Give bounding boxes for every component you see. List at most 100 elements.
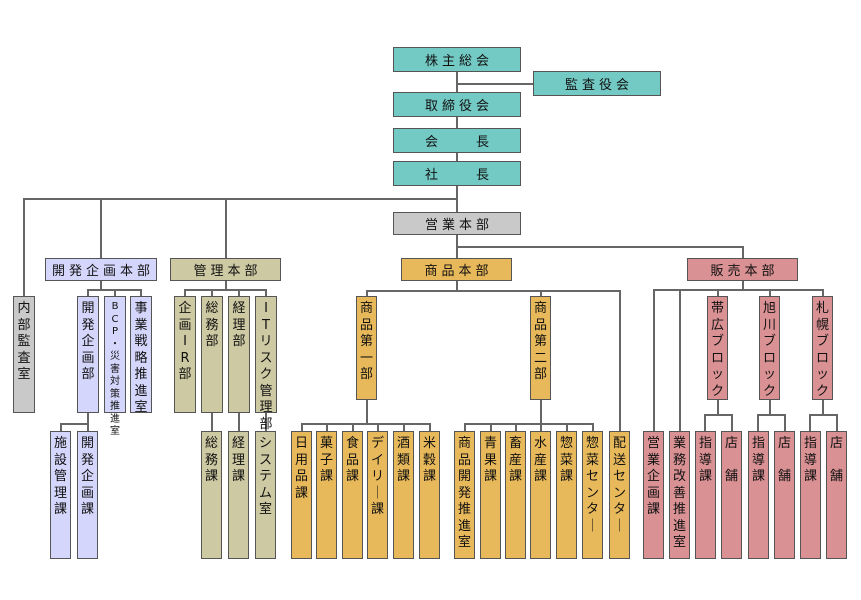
- vertical-char: 課: [533, 469, 547, 484]
- vertical-char: 発: [457, 485, 471, 501]
- vertical-char: 旭: [762, 301, 776, 316]
- asahikawa-stores-box: 店 舗: [774, 431, 795, 559]
- vertical-char: 施: [53, 436, 67, 451]
- connector: [211, 413, 213, 432]
- vertical-char: 惣: [559, 436, 573, 451]
- vertical-char: 経: [231, 436, 245, 451]
- vertical-char: 進: [457, 518, 471, 534]
- sapporo-stores-box: 店 舗: [826, 431, 847, 559]
- merchandise-hq-box: 商品本部: [401, 258, 512, 281]
- connector: [140, 289, 142, 296]
- vertical-char: 部: [205, 334, 219, 349]
- vertical-char: 発: [80, 452, 94, 468]
- accounting-section-box: 経理課: [228, 431, 249, 559]
- vertical-char: T: [262, 317, 270, 333]
- vertical-char: 導: [803, 452, 817, 468]
- vertical-char: 幌: [815, 317, 829, 333]
- connector: [429, 423, 431, 432]
- vertical-char: 開: [81, 301, 95, 316]
- connector: [60, 423, 62, 432]
- connector: [540, 290, 542, 297]
- confectionery-section-box: 菓子課: [316, 431, 337, 559]
- board-of-auditors-box: 監査役会: [533, 71, 661, 96]
- vertical-char: 部: [533, 367, 547, 382]
- vertical-char: 札: [815, 301, 829, 316]
- vertical-char: リ: [259, 334, 273, 349]
- connector: [366, 400, 368, 424]
- vertical-char: 部: [178, 367, 192, 382]
- vertical-char: 果: [483, 452, 497, 468]
- connector: [456, 246, 743, 248]
- vertical-char: 菓: [319, 436, 333, 451]
- vertical-char: 企: [80, 469, 94, 484]
- vertical-char: R: [180, 350, 190, 366]
- vertical-char: 推: [110, 401, 120, 412]
- vertical-char: C: [111, 313, 119, 325]
- vertical-char: 事: [134, 301, 148, 316]
- connector: [60, 423, 89, 425]
- asahikawa-guidance-section-box: 指導課: [748, 431, 769, 559]
- connector: [114, 289, 116, 296]
- dev-planning-section-box: 開発企画課: [77, 431, 98, 559]
- shareholders-meeting-box: 株主総会: [393, 47, 521, 72]
- vertical-char: 菜: [559, 452, 573, 468]
- vertical-char: ッ: [710, 367, 724, 382]
- vertical-char: 商: [359, 301, 373, 316]
- vertical-char: 理: [259, 400, 273, 415]
- vertical-char: 企: [81, 334, 95, 349]
- vertical-char: 商: [533, 301, 547, 316]
- vertical-char: 課: [231, 469, 245, 484]
- vertical-char: 発: [81, 317, 95, 333]
- vertical-char: 室: [457, 535, 471, 550]
- connector: [742, 246, 744, 258]
- connector: [326, 423, 328, 432]
- vertical-char: ロ: [815, 350, 829, 366]
- vertical-char: ス: [259, 350, 273, 366]
- president-box: 社 長: [393, 161, 521, 186]
- vertical-char: 第: [533, 334, 547, 349]
- vertical-char: デ: [370, 436, 384, 451]
- vertical-char: ン: [585, 485, 599, 501]
- vertical-char: ブ: [815, 334, 829, 349]
- vertical-char: [775, 453, 794, 469]
- vertical-char: 品: [457, 452, 471, 468]
- obihiro-guidance-section-box: 指導課: [695, 431, 716, 559]
- connector: [704, 414, 706, 432]
- connector: [515, 423, 517, 432]
- vertical-char: ク: [762, 383, 776, 399]
- daily-goods-section-box: 日用品課: [291, 431, 312, 559]
- vertical-char: 開: [80, 436, 94, 451]
- connector: [822, 289, 824, 296]
- vertical-char: 第: [359, 334, 373, 349]
- system-office-box: システム室: [255, 431, 276, 559]
- vertical-char: 指: [803, 436, 817, 451]
- asahikawa-block-box: 旭川ブロック: [759, 296, 780, 400]
- accounting-dept-box: 経理部: [228, 296, 250, 413]
- merch-dept-2-box: 商品第二部: [530, 296, 551, 400]
- vertical-char: 査: [17, 350, 31, 366]
- vertical-char: 総: [205, 301, 219, 316]
- vertical-char: 類: [396, 452, 410, 468]
- vertical-char: 課: [751, 469, 765, 484]
- vertical-char: 子: [319, 452, 333, 468]
- vertical-char: 送: [612, 452, 626, 468]
- vertical-char: 青: [483, 436, 497, 451]
- connector: [211, 289, 213, 296]
- connector: [619, 290, 621, 432]
- connector: [809, 414, 838, 416]
- sales-hq-box: 営業本部: [393, 212, 521, 235]
- vertical-char: 指: [698, 436, 712, 451]
- vertical-char: 課: [483, 469, 497, 484]
- connector: [464, 423, 466, 432]
- vertical-char: 品: [533, 317, 547, 333]
- connector: [836, 414, 838, 432]
- vertical-char: ス: [258, 452, 272, 468]
- vertical-char: リ: [370, 469, 384, 484]
- vertical-char: 画: [178, 317, 192, 333]
- connector: [456, 280, 458, 291]
- connector: [265, 289, 267, 296]
- vertical-char: 管: [259, 383, 273, 399]
- vertical-char: 部: [232, 334, 246, 349]
